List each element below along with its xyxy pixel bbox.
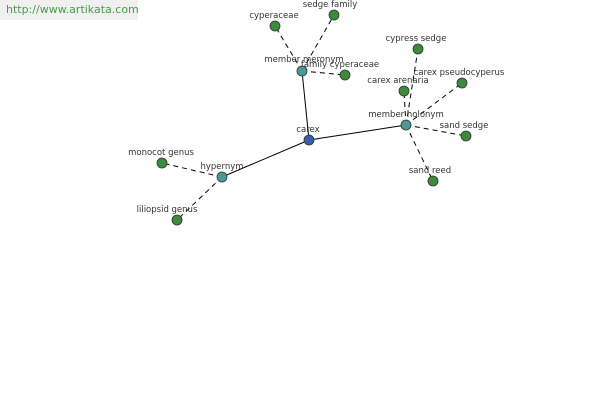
edge-carex-to-member-meronym [301,70,310,141]
node-carex-arenaria[interactable] [398,85,410,97]
node-label-liliopsid-genus[interactable]: liliopsid genus [137,205,198,215]
node-sand-reed[interactable] [427,175,439,187]
edge-member-meronym-to-family-cyperaceae [301,70,346,76]
node-label-hypernym[interactable]: hypernym [200,162,243,172]
node-sand-sedge[interactable] [460,130,472,142]
edge-member-holonym-to-carex-arenaria [403,90,407,126]
node-cypress-sedge[interactable] [412,43,424,55]
node-label-family-cyperaceae[interactable]: family cyperaceae [301,60,379,70]
node-member-meronym[interactable] [296,65,308,77]
labels-layer: carex member meronym member holonym hyperny… [128,0,505,215]
edge-carex-to-hypernym [221,139,310,178]
edge-hypernym-to-monocot-genus [161,162,223,178]
watermark-url: http://www.artikata.com [0,0,139,20]
node-label-monocot-genus[interactable]: monocot genus [128,148,194,158]
edges-layer [161,14,467,221]
edge-member-holonym-to-carex-pseudocyperus [405,82,463,126]
node-family-cyperaceae[interactable] [339,69,351,81]
node-label-cypress-sedge[interactable]: cypress sedge [386,34,447,44]
node-label-member-holonym[interactable]: member holonym [368,110,443,120]
node-carex-pseudocyperus[interactable] [456,77,468,89]
node-label-cyperaceae[interactable]: cyperaceae [249,11,298,21]
node-label-sedge-family[interactable]: sedge family [303,0,358,10]
node-label-member-meronym[interactable]: member meronym [264,55,343,65]
node-monocot-genus[interactable] [156,157,168,169]
node-liliopsid-genus[interactable] [171,214,183,226]
edge-carex-to-member-holonym [308,124,407,141]
node-label-sand-sedge[interactable]: sand sedge [440,121,489,131]
edge-member-holonym-to-sand-sedge [405,124,467,137]
node-label-carex-arenaria[interactable]: carex arenaria [367,76,428,86]
edge-member-holonym-to-cypress-sedge [405,48,419,126]
node-label-carex[interactable]: carex [296,125,319,135]
node-cyperaceae[interactable] [269,20,281,32]
edge-hypernym-to-liliopsid-genus [176,176,223,221]
node-carex[interactable] [303,134,315,146]
edge-member-holonym-to-sand-reed [405,124,434,182]
nodes-layer [156,9,472,226]
node-sedge-family[interactable] [328,9,340,21]
edge-member-meronym-to-sedge-family [301,14,335,72]
node-label-carex-pseudocyperus[interactable]: carex pseudocyperus [414,68,505,78]
node-member-holonym[interactable] [400,119,412,131]
node-label-sand-reed[interactable]: sand reed [409,166,451,176]
node-hypernym[interactable] [216,171,228,183]
